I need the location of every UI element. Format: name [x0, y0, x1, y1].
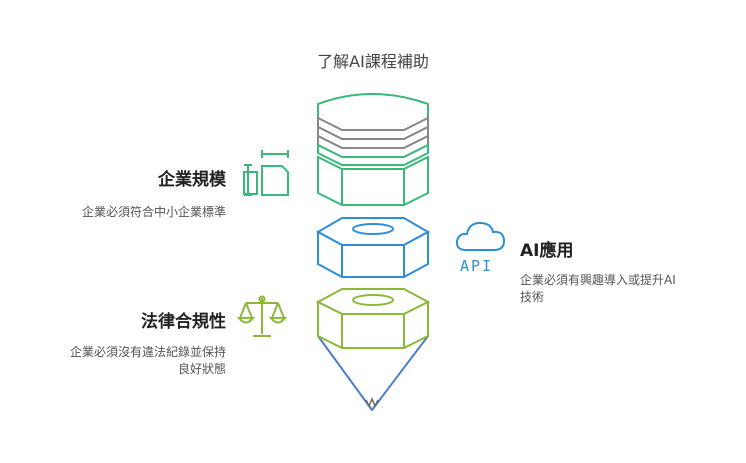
bolt-tip	[317, 335, 429, 411]
label-legal-compliance-description-line2: 良好狀態	[177, 362, 226, 376]
label-legal-compliance-description-line1: 企業必須沒有違法紀錄並保持	[69, 345, 226, 359]
nut-blue	[315, 217, 431, 278]
label-ai-application-description-line1: 企業必須有興趣導入或提升AI	[520, 273, 676, 287]
svg-text:API: API	[460, 257, 493, 275]
label-ai-application-description-line2: 技術	[520, 290, 545, 304]
label-company-size-heading: 企業規模	[158, 170, 226, 190]
scales-icon	[236, 295, 288, 337]
label-ai-application-description: 企業必須有興趣導入或提升AI 技術	[520, 272, 740, 306]
document-size-icon	[243, 150, 289, 196]
label-ai-application-heading: AI應用	[520, 241, 574, 261]
label-legal-compliance-description: 企業必須沒有違法紀錄並保持 良好狀態	[10, 344, 226, 378]
nut-green	[315, 288, 431, 349]
label-legal-compliance-heading: 法律合規性	[141, 312, 226, 332]
cloud-api-icon: API	[455, 221, 506, 275]
diagram-title: 了解AI課程補助	[317, 52, 429, 71]
bolt-head	[317, 93, 429, 206]
label-company-size-description: 企業必須符合中小企業標準	[81, 205, 226, 219]
